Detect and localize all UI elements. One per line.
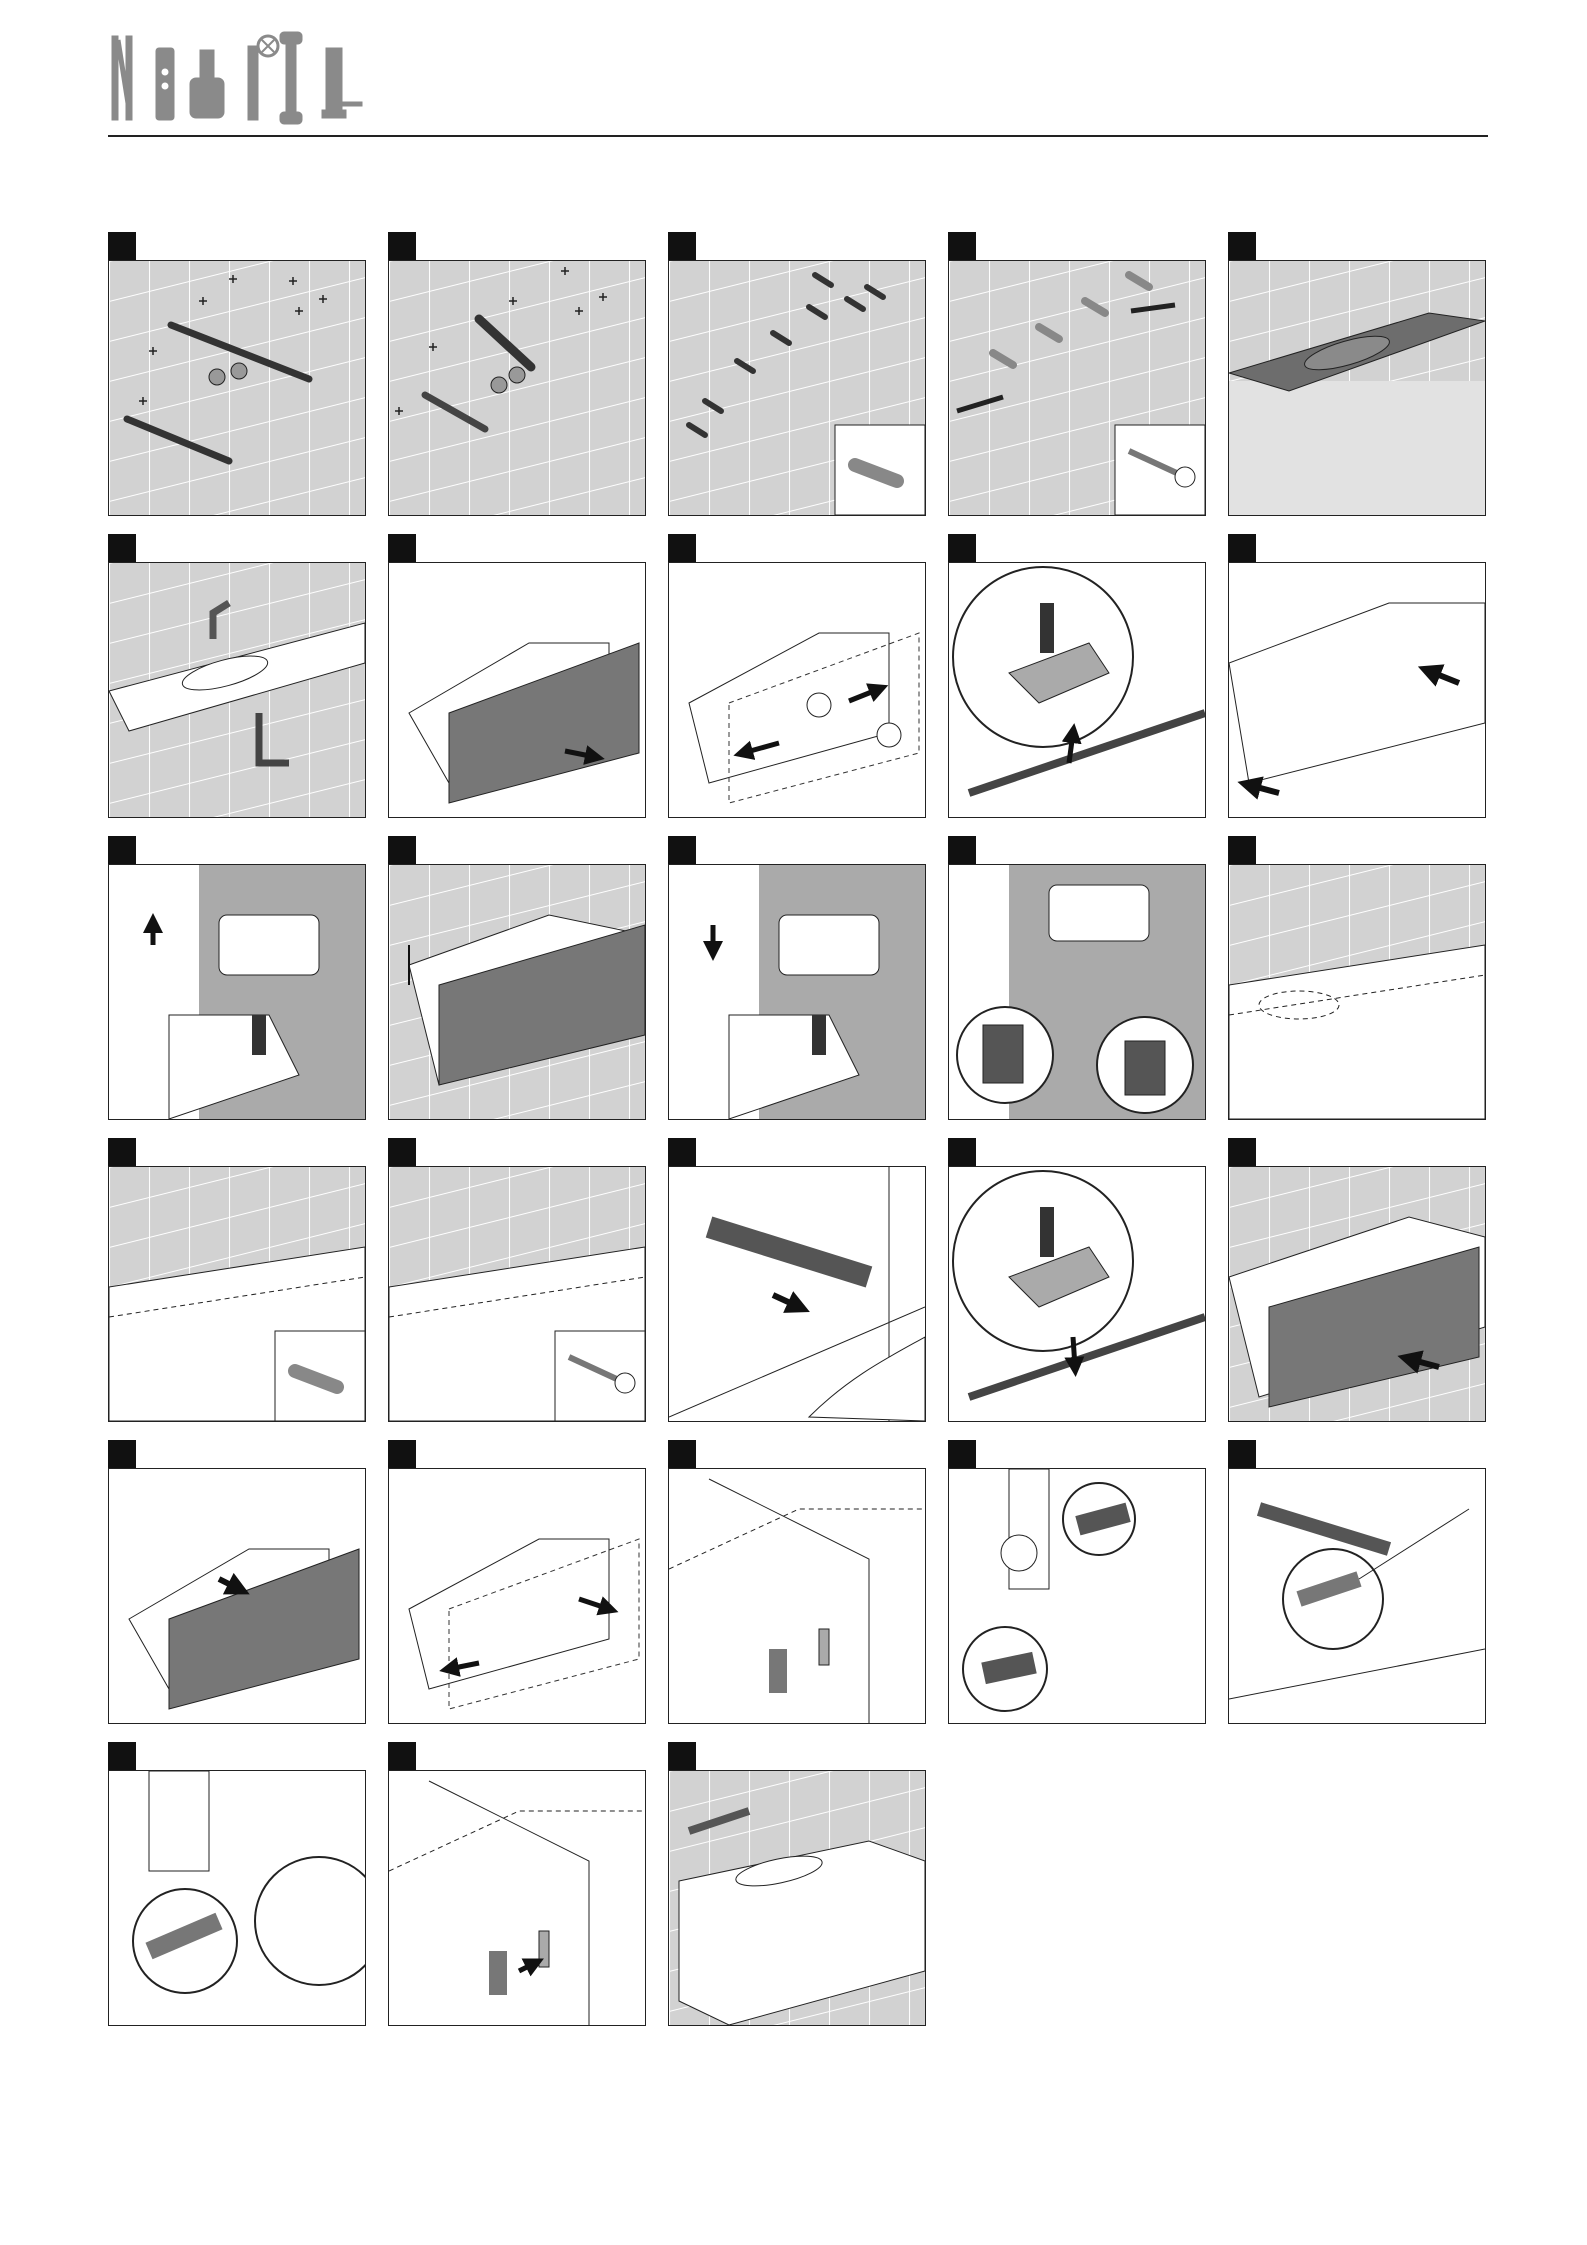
step-25 [1228, 1468, 1486, 1724]
step-badge [108, 1742, 136, 1770]
step-23 [668, 1468, 926, 1724]
step-illustration [108, 864, 366, 1120]
step-illustration [108, 1166, 366, 1422]
step-illustration [388, 864, 646, 1120]
step-badge [1228, 534, 1256, 562]
step-illustration [108, 1770, 366, 2026]
step-badge [1228, 1138, 1256, 1166]
step-3 [668, 260, 926, 516]
step-badge [108, 232, 136, 260]
step-badge [108, 1138, 136, 1166]
step-19 [948, 1166, 1206, 1422]
step-badge [1228, 836, 1256, 864]
step-12 [388, 864, 646, 1120]
step-badge [668, 836, 696, 864]
step-5 [1228, 260, 1486, 516]
step-illustration [1228, 1166, 1486, 1422]
step-badge [948, 1440, 976, 1468]
step-illustration [388, 1468, 646, 1724]
step-illustration [948, 260, 1206, 516]
step-15 [1228, 864, 1486, 1120]
step-illustration [948, 1166, 1206, 1422]
step-27 [388, 1770, 646, 2026]
step-badge [108, 1440, 136, 1468]
step-10 [1228, 562, 1486, 818]
step-illustration [948, 1468, 1206, 1724]
steps-grid [108, 260, 1486, 2026]
step-badge [948, 232, 976, 260]
step-badge [388, 534, 416, 562]
step-14 [948, 864, 1206, 1120]
step-illustration [1228, 1468, 1486, 1724]
header-rule [108, 135, 1488, 137]
step-22 [388, 1468, 646, 1724]
step-illustration [388, 1166, 646, 1422]
step-illustration [388, 260, 646, 516]
step-21 [108, 1468, 366, 1724]
step-4 [948, 260, 1206, 516]
step-26 [108, 1770, 366, 2026]
step-illustration [668, 1468, 926, 1724]
step-illustration [668, 260, 926, 516]
step-illustration [108, 562, 366, 818]
step-badge [108, 836, 136, 864]
step-illustration [108, 260, 366, 516]
step-24 [948, 1468, 1206, 1724]
step-badge [108, 534, 136, 562]
step-illustration [388, 562, 646, 818]
step-9 [948, 562, 1206, 818]
step-badge [388, 1440, 416, 1468]
step-badge [1228, 1440, 1256, 1468]
step-badge [668, 1138, 696, 1166]
step-20 [1228, 1166, 1486, 1422]
step-18 [668, 1166, 926, 1422]
step-badge [1228, 232, 1256, 260]
step-illustration [1228, 260, 1486, 516]
step-1 [108, 260, 366, 516]
step-badge [388, 836, 416, 864]
step-2 [388, 260, 646, 516]
step-illustration [668, 562, 926, 818]
step-illustration [948, 562, 1206, 818]
step-illustration [1228, 864, 1486, 1120]
step-illustration [1228, 562, 1486, 818]
step-badge [388, 1138, 416, 1166]
step-illustration [668, 1770, 926, 2026]
step-illustration [668, 1166, 926, 1422]
step-badge [948, 534, 976, 562]
step-11 [108, 864, 366, 1120]
step-7 [388, 562, 646, 818]
step-badge [668, 1742, 696, 1770]
step-6 [108, 562, 366, 818]
step-illustration [388, 1770, 646, 2026]
step-illustration [668, 864, 926, 1120]
step-badge [668, 232, 696, 260]
step-16 [108, 1166, 366, 1422]
step-28 [668, 1770, 926, 2026]
step-8 [668, 562, 926, 818]
step-badge [388, 1742, 416, 1770]
step-badge [948, 1138, 976, 1166]
tools-logo-icon [108, 28, 370, 128]
step-badge [948, 836, 976, 864]
step-illustration [108, 1468, 366, 1724]
step-illustration [948, 864, 1206, 1120]
step-badge [668, 1440, 696, 1468]
step-13 [668, 864, 926, 1120]
step-17 [388, 1166, 646, 1422]
step-badge [668, 534, 696, 562]
step-badge [388, 232, 416, 260]
